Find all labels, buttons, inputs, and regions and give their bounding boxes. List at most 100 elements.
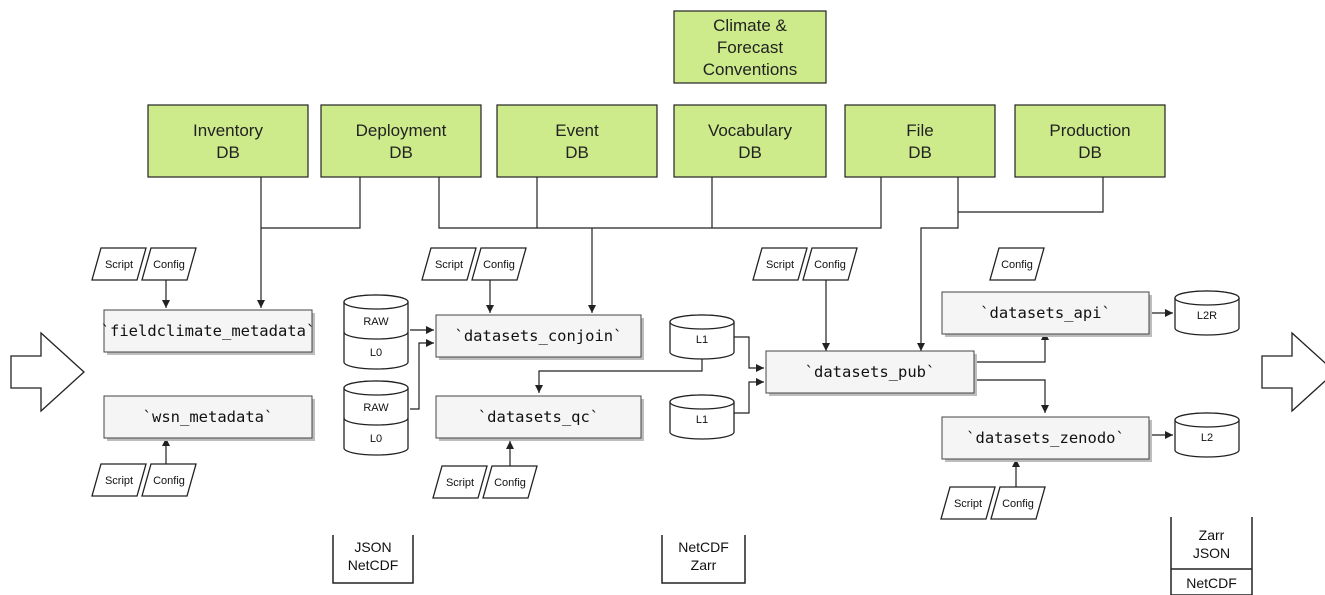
process-conjoin: `datasets_conjoin` bbox=[435, 314, 644, 360]
cylinder-top bbox=[669, 314, 735, 330]
db-box-fill bbox=[496, 104, 658, 178]
config-label-shape bbox=[989, 247, 1045, 281]
process-box bbox=[103, 395, 313, 439]
process-label: `datasets_qc` bbox=[478, 408, 599, 426]
config-label-shape bbox=[471, 247, 527, 281]
cylinder-label-raw: RAW bbox=[363, 316, 389, 328]
script-label: Script bbox=[435, 259, 463, 271]
cylinder-raw-l0-1: RAW L0 bbox=[343, 294, 409, 370]
process-label: `fieldclimate_metadata` bbox=[101, 322, 316, 340]
script-label-shape bbox=[91, 247, 147, 281]
db-box-fill bbox=[673, 10, 827, 84]
cylinder-label: L1 bbox=[696, 414, 708, 426]
bracket-line bbox=[332, 535, 414, 584]
db-label-line: Production bbox=[1049, 121, 1130, 140]
arrow-l1-pub-2 bbox=[733, 378, 764, 414]
cylinder-top bbox=[669, 394, 735, 410]
db-label-line: Deployment bbox=[356, 121, 447, 140]
format-bracket-fmt1: JSON NetCDF bbox=[332, 535, 414, 584]
cylinder-label: L2R bbox=[1197, 310, 1217, 322]
arrow-raw-conjoin-2 bbox=[410, 339, 434, 410]
arrow-l1-pub-1 bbox=[733, 336, 764, 372]
arrow-to-pub bbox=[917, 212, 959, 351]
format-label: Zarr bbox=[1199, 527, 1225, 543]
connection-wires bbox=[162, 177, 1173, 487]
process-label: `datasets_conjoin` bbox=[455, 327, 623, 345]
db-label-line: DB bbox=[389, 143, 413, 162]
script-label-shape bbox=[752, 247, 808, 281]
config-label-shape bbox=[141, 247, 197, 281]
process-boxes: `fieldclimate_metadata``wsn_metadata``da… bbox=[101, 291, 1152, 462]
config-label: Config bbox=[1001, 259, 1033, 271]
db-label-line: DB bbox=[738, 143, 762, 162]
db-label-line: Conventions bbox=[703, 60, 798, 79]
cylinder-l1-1: L1 bbox=[669, 314, 735, 360]
format-label: NetCDF bbox=[1186, 575, 1237, 591]
db-label-line: DB bbox=[216, 143, 240, 162]
process-label: `datasets_pub` bbox=[805, 363, 936, 381]
script-label-shape bbox=[421, 247, 477, 281]
process-box bbox=[103, 309, 313, 353]
db-label-line: DB bbox=[565, 143, 589, 162]
config-label-shape bbox=[482, 465, 538, 499]
script-label: Script bbox=[105, 475, 133, 487]
process-fieldclimate: `fieldclimate_metadata` bbox=[101, 309, 316, 355]
db-label-line: Climate & bbox=[713, 16, 787, 35]
cylinder-divider bbox=[343, 331, 409, 340]
cylinder-l1-2: L1 bbox=[669, 394, 735, 440]
output-flow-arrow bbox=[1261, 331, 1325, 413]
db-label-line: File bbox=[906, 121, 933, 140]
cylinder-label-raw: RAW bbox=[363, 402, 389, 414]
db-box-fill bbox=[1014, 104, 1166, 178]
process-box bbox=[435, 314, 642, 358]
db-box-fill bbox=[147, 104, 309, 178]
config-label: Config bbox=[494, 477, 526, 489]
format-label: NetCDF bbox=[678, 539, 729, 555]
cylinder-top bbox=[1174, 290, 1240, 306]
process-box bbox=[941, 416, 1150, 460]
process-pub: `datasets_pub` bbox=[765, 350, 977, 396]
script-label-shape bbox=[940, 486, 996, 520]
cylinder-top bbox=[343, 294, 409, 310]
db-label-line: DB bbox=[908, 143, 932, 162]
script-label-shape bbox=[432, 465, 488, 499]
process-label: `datasets_zenodo` bbox=[966, 429, 1125, 447]
config-label: Config bbox=[483, 259, 515, 271]
cylinder-label: L1 bbox=[696, 334, 708, 346]
arrow-pub-api bbox=[974, 332, 1049, 363]
cylinder-divider bbox=[343, 417, 409, 426]
input-flow-arrow bbox=[10, 331, 85, 413]
db-box-fill bbox=[844, 104, 996, 178]
wire-db-bus bbox=[438, 177, 882, 229]
script-label-shape bbox=[91, 463, 147, 497]
cylinder-top bbox=[1174, 412, 1240, 428]
db-label-line: Event bbox=[555, 121, 599, 140]
script-label: Script bbox=[766, 259, 794, 271]
format-label: NetCDF bbox=[348, 557, 399, 573]
db-box-fill bbox=[320, 104, 482, 178]
bracket-line bbox=[661, 535, 746, 584]
arrow-l1-qc bbox=[535, 356, 703, 393]
format-label: JSON bbox=[1193, 545, 1230, 561]
db-label-line: Vocabulary bbox=[708, 121, 793, 140]
process-box bbox=[435, 395, 642, 439]
cylinder-label-l0: L0 bbox=[370, 347, 382, 359]
database-boxes: Climate &ForecastConventionsInventoryDBD… bbox=[147, 10, 1166, 178]
format-label: JSON bbox=[354, 539, 391, 555]
db-label-line: Inventory bbox=[193, 121, 263, 140]
script-label: Script bbox=[105, 259, 133, 271]
process-zenodo: `datasets_zenodo` bbox=[941, 416, 1152, 462]
script-config-conjoin: Script Config bbox=[421, 247, 527, 281]
cylinder-label-l0: L0 bbox=[370, 433, 382, 445]
cylinder-top bbox=[343, 380, 409, 396]
